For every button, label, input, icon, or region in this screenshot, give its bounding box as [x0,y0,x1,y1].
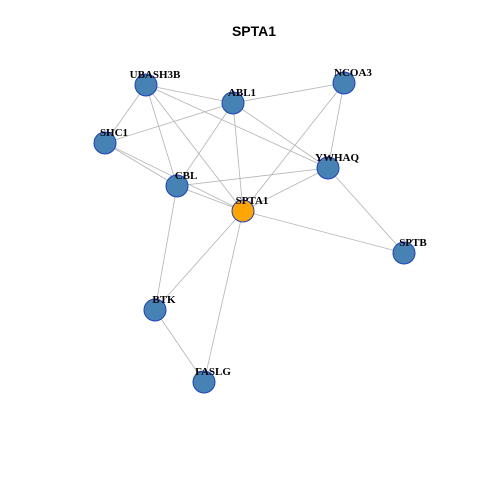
node-label-btk: BTK [152,294,176,306]
node-btk [143,298,167,322]
graph-title: SPTA1 [232,23,276,39]
edge-abl1-spta1 [232,102,244,212]
edge-abl1-ywhaq [232,102,329,169]
node-label-cbl: CBL [175,170,198,182]
edge-shc1-cbl [104,142,178,187]
node-label-ywhaq: YWHAQ [315,152,359,164]
edge-abl1-cbl [176,102,234,187]
node-label-ubash3b: UBASH3B [130,69,181,81]
node-label-shc1: SHC1 [100,127,128,139]
edge-spta1-btk [154,210,244,311]
node-shc1 [93,131,117,155]
edge-ubash3b-abl1 [145,84,234,104]
edge-spta1-faslg [203,210,244,383]
edge-cbl-spta1 [176,185,244,212]
edge-ncoa3-abl1 [232,82,345,104]
edge-abl1-shc1 [104,102,234,144]
edge-ubash3b-shc1 [104,84,147,144]
edge-ubash3b-spta1 [145,84,244,212]
node-label-spta1: SPTA1 [236,195,269,207]
edge-ncoa3-spta1 [242,82,345,212]
edge-ubash3b-ywhaq [145,84,329,169]
node-label-faslg: FASLG [195,366,231,378]
node-label-ncoa3: NCOA3 [334,67,372,79]
node-abl1 [221,91,245,115]
node-layer [93,71,416,394]
edge-ywhaq-sptb [327,167,405,254]
node-ywhaq [316,156,340,180]
edge-ywhaq-spta1 [242,167,329,212]
edge-cbl-btk [154,185,178,311]
edge-spta1-sptb [242,210,405,254]
node-ubash3b [134,73,158,97]
node-cbl [165,174,189,198]
edge-btk-faslg [154,309,205,383]
node-label-sptb: SPTB [399,237,427,249]
edge-layer [104,82,405,383]
node-label-abl1: ABL1 [228,87,256,99]
node-faslg [192,370,216,394]
node-spta1 [231,199,255,223]
node-sptb [392,241,416,265]
edge-cbl-ywhaq [176,167,329,187]
node-ncoa3 [332,71,356,95]
edge-ncoa3-ywhaq [327,82,345,169]
edge-ubash3b-cbl [145,84,178,187]
